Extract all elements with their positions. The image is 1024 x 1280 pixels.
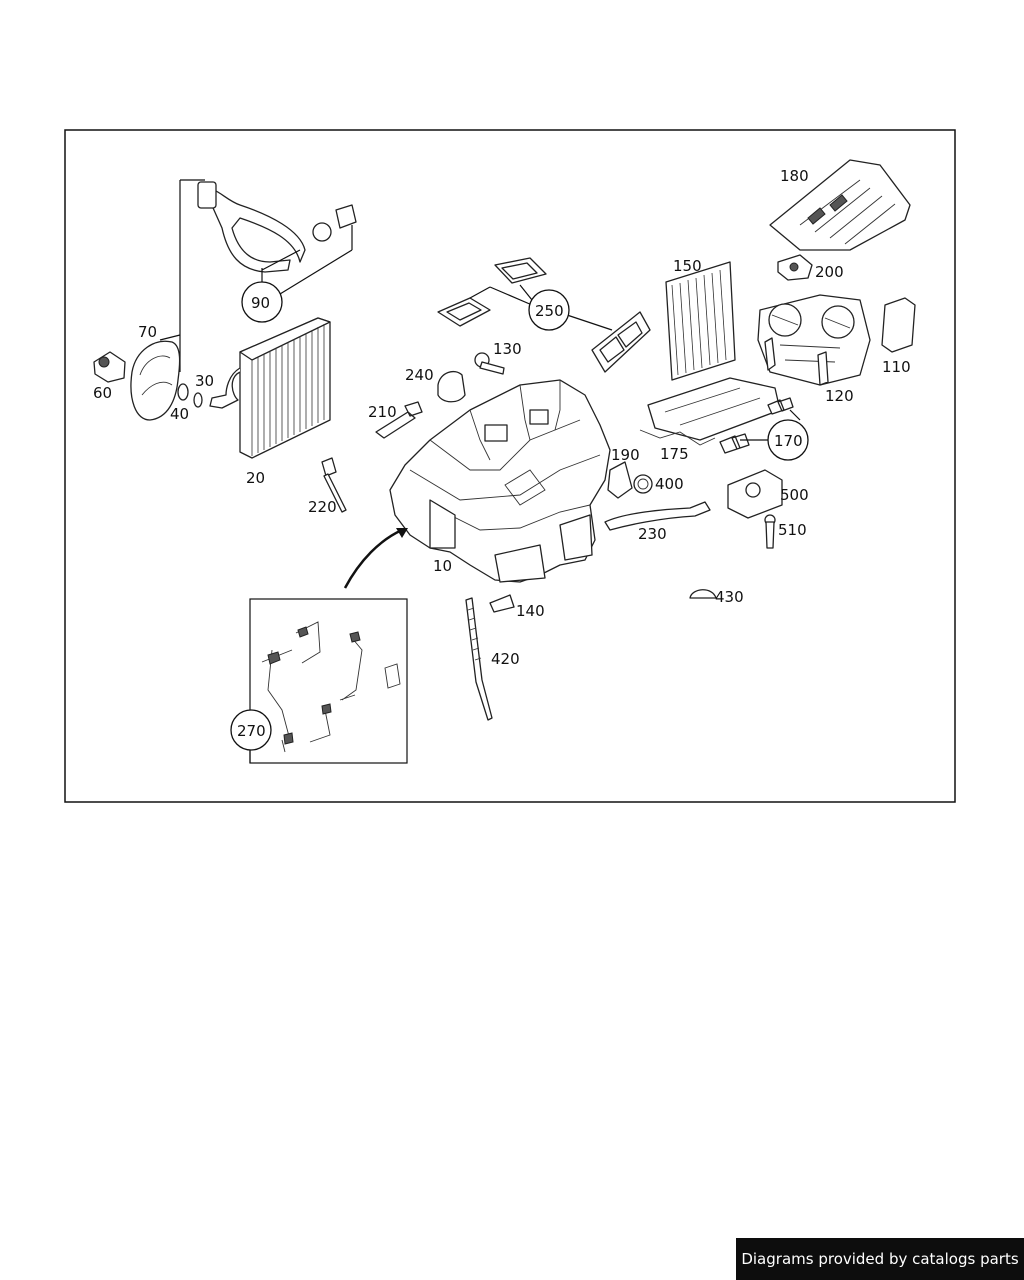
callout-150: 150 xyxy=(673,257,702,275)
part-120-blower-motor xyxy=(757,294,871,386)
callout-180: 180 xyxy=(780,167,809,185)
callout-30: 30 xyxy=(195,372,214,390)
part-500-control-unit xyxy=(727,469,783,519)
part-190-actuator xyxy=(607,461,633,499)
callout-labels: 10 20 30 40 60 70 90 110 120 130 140 150… xyxy=(93,167,911,740)
ref-circle-270 xyxy=(230,709,272,751)
callout-130: 130 xyxy=(493,340,522,358)
callout-120: 120 xyxy=(825,387,854,405)
part-240-servo xyxy=(437,371,466,403)
callout-230: 230 xyxy=(638,525,667,543)
part-250-gaskets xyxy=(437,257,651,373)
callout-240: 240 xyxy=(405,366,434,384)
part-400-grommet xyxy=(633,474,653,494)
callout-210: 210 xyxy=(368,403,397,421)
part-510-bolt xyxy=(764,514,776,549)
callout-90: 90 xyxy=(251,294,270,312)
part-200-actuator xyxy=(777,254,813,281)
callout-190: 190 xyxy=(611,446,640,464)
callout-500: 500 xyxy=(780,486,809,504)
part-30-oring xyxy=(193,392,203,408)
part-20-evaporator xyxy=(209,317,331,459)
part-210-sensor xyxy=(375,401,423,439)
callout-110: 110 xyxy=(882,358,911,376)
callout-270: 270 xyxy=(237,722,266,740)
part-110-cover xyxy=(881,297,916,353)
part-230-hose xyxy=(604,501,711,531)
ref-circle-250 xyxy=(528,289,570,331)
part-430-plug xyxy=(689,589,717,599)
part-40-oring xyxy=(177,383,189,401)
callout-20: 20 xyxy=(246,469,265,487)
callout-510: 510 xyxy=(778,521,807,539)
diagram-frame xyxy=(64,129,956,803)
part-220-sensor xyxy=(321,457,347,513)
callout-420: 420 xyxy=(491,650,520,668)
callout-140: 140 xyxy=(516,602,545,620)
part-70-expansion-valve xyxy=(130,334,181,421)
callout-70: 70 xyxy=(138,323,157,341)
callout-60: 60 xyxy=(93,384,112,402)
part-180-blower-housing xyxy=(769,159,911,251)
callout-250: 250 xyxy=(535,302,564,320)
ref-circle-170 xyxy=(767,419,809,461)
callout-10: 10 xyxy=(433,557,452,575)
part-420-cable xyxy=(465,597,493,721)
callout-175: 175 xyxy=(660,445,689,463)
ref-circle-90 xyxy=(241,281,283,323)
callout-220: 220 xyxy=(308,498,337,516)
part-130-screw xyxy=(474,352,505,375)
part-150-filter xyxy=(665,261,736,381)
callout-200: 200 xyxy=(815,263,844,281)
inset-arrow xyxy=(343,528,403,589)
part-140-clip xyxy=(489,594,515,613)
part-175-panel xyxy=(639,377,781,446)
callout-40: 40 xyxy=(170,405,189,423)
part-10-hvac-housing xyxy=(389,379,611,583)
callout-170: 170 xyxy=(774,432,803,450)
part-90-pipe xyxy=(179,179,357,372)
callout-430: 430 xyxy=(715,588,744,606)
footer-badge: Diagrams provided by catalogs parts xyxy=(736,1238,1024,1280)
inset-270-box xyxy=(249,598,408,764)
part-170-clips xyxy=(719,397,801,454)
part-60-valve xyxy=(93,351,126,383)
callout-400: 400 xyxy=(655,475,684,493)
